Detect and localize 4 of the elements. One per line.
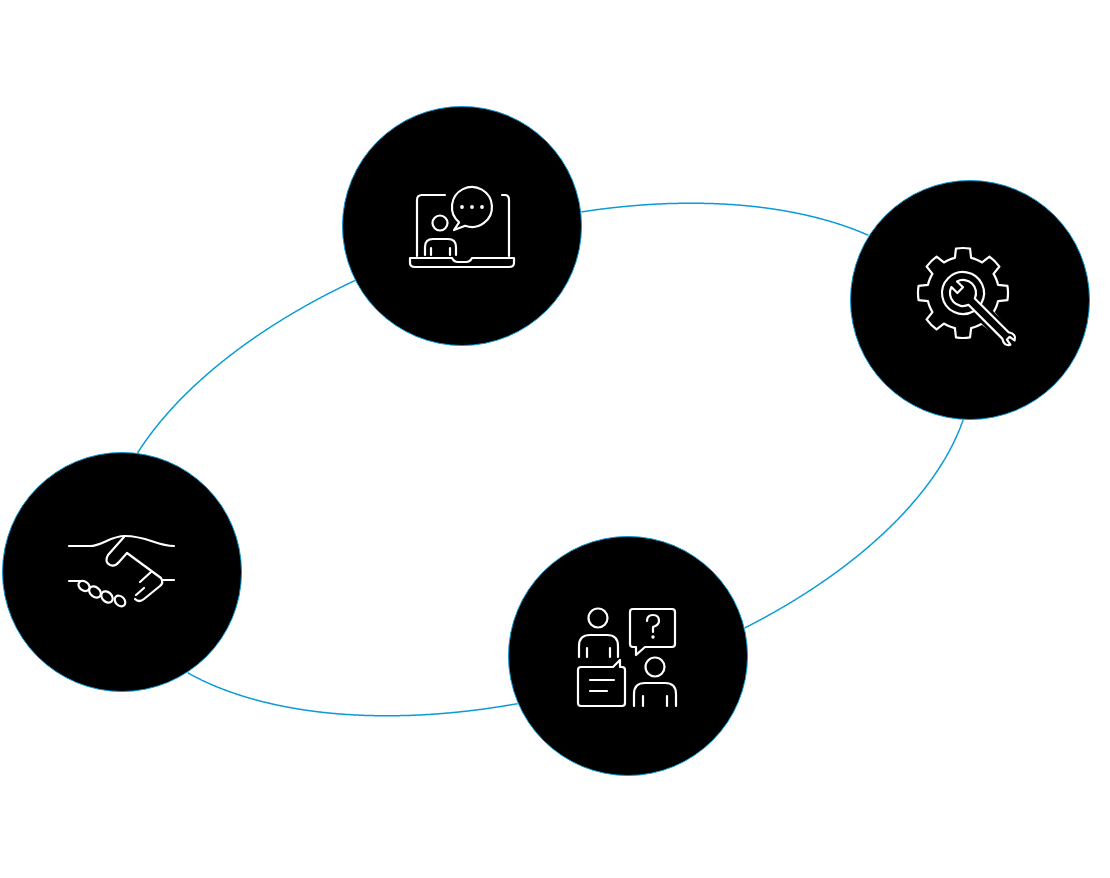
connector-arc [744,419,964,629]
connector-arc [186,672,519,717]
connector-arc [580,202,870,237]
connector-arc [136,279,356,454]
